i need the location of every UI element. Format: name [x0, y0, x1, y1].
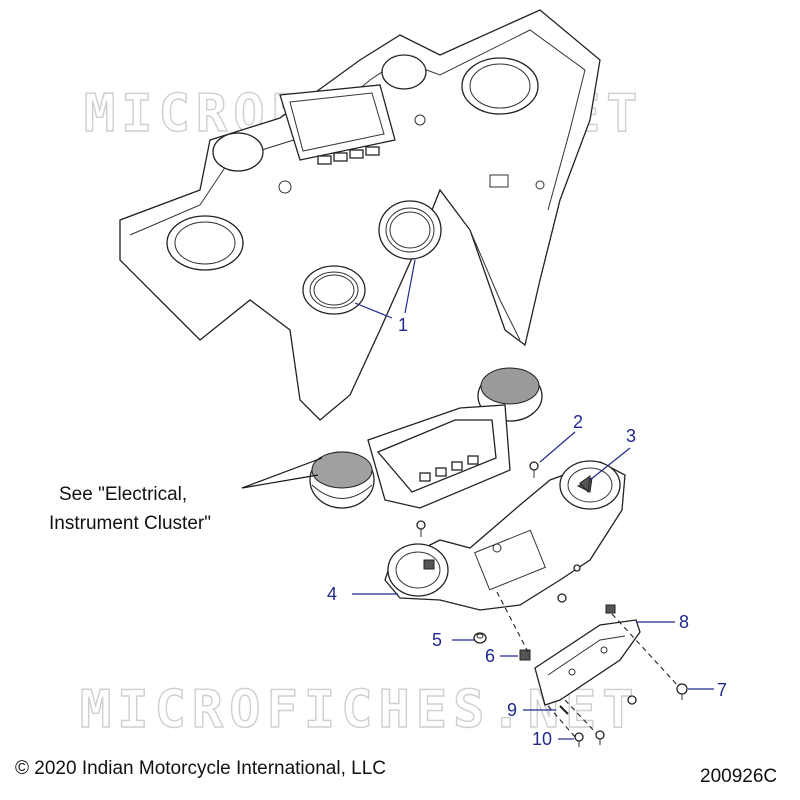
trim-ring-b: [378, 200, 442, 260]
part-10-screws: [574, 730, 605, 747]
leader-2: [539, 431, 576, 463]
leader-note-a: [241, 457, 323, 489]
part-9-pin: [559, 705, 569, 715]
speaker-opening-right: [461, 57, 539, 115]
callout-3: 3: [626, 426, 636, 446]
display-opening: [279, 84, 396, 161]
part-4-bracket: [384, 460, 626, 611]
gauge-opening-left: [212, 132, 264, 172]
leader-3: [589, 447, 631, 481]
callout-2: 2: [573, 412, 583, 432]
callout-6: 6: [485, 646, 495, 666]
part-8-plate: [534, 619, 641, 706]
part-5-nut: [473, 632, 487, 644]
leader-1a: [354, 302, 393, 319]
document-id: 200926C: [700, 766, 777, 787]
button-slot-2: [333, 152, 348, 162]
assembly-line-a: [496, 591, 529, 653]
part-2-screw: [529, 461, 539, 478]
callout-8: 8: [679, 612, 689, 632]
callout-1: 1: [398, 315, 408, 335]
part-3-clip: [579, 474, 591, 494]
button-slot-3: [349, 149, 364, 159]
part-6-clip-nut: [519, 649, 531, 661]
note-line-1: See "Electrical,: [59, 484, 187, 505]
speaker-opening-left: [166, 215, 244, 271]
callout-10: 10: [532, 729, 552, 749]
button-slot-4: [365, 146, 380, 156]
callout-9: 9: [507, 700, 517, 720]
callout-4: 4: [327, 584, 337, 604]
bracket-clip: [605, 604, 616, 614]
plate-fastener: [627, 695, 637, 705]
bracket-fastener-a: [557, 593, 567, 603]
assembly-line-d: [564, 699, 599, 736]
cluster-screen: [376, 419, 497, 493]
note-line-2: Instrument Cluster": [49, 513, 211, 534]
callout-7: 7: [717, 680, 727, 700]
callout-5: 5: [432, 630, 442, 650]
part-7-screw: [676, 683, 688, 700]
trim-ring-a: [302, 265, 366, 315]
bracket-top-screw: [416, 520, 426, 537]
copyright-text: © 2020 Indian Motorcycle International, …: [15, 758, 386, 779]
bracket-fastener-b: [573, 564, 581, 572]
gauge-opening-right: [381, 54, 427, 90]
part-1-trim-rings: [302, 200, 442, 315]
assembly-line-b: [611, 613, 681, 689]
button-slot-1: [317, 155, 332, 165]
inner-fairing: [119, 9, 601, 421]
leader-1b: [404, 259, 416, 314]
leader-note-b: [241, 474, 319, 489]
assembly-line-c: [547, 705, 577, 739]
instrument-cluster-reference: [309, 367, 543, 509]
